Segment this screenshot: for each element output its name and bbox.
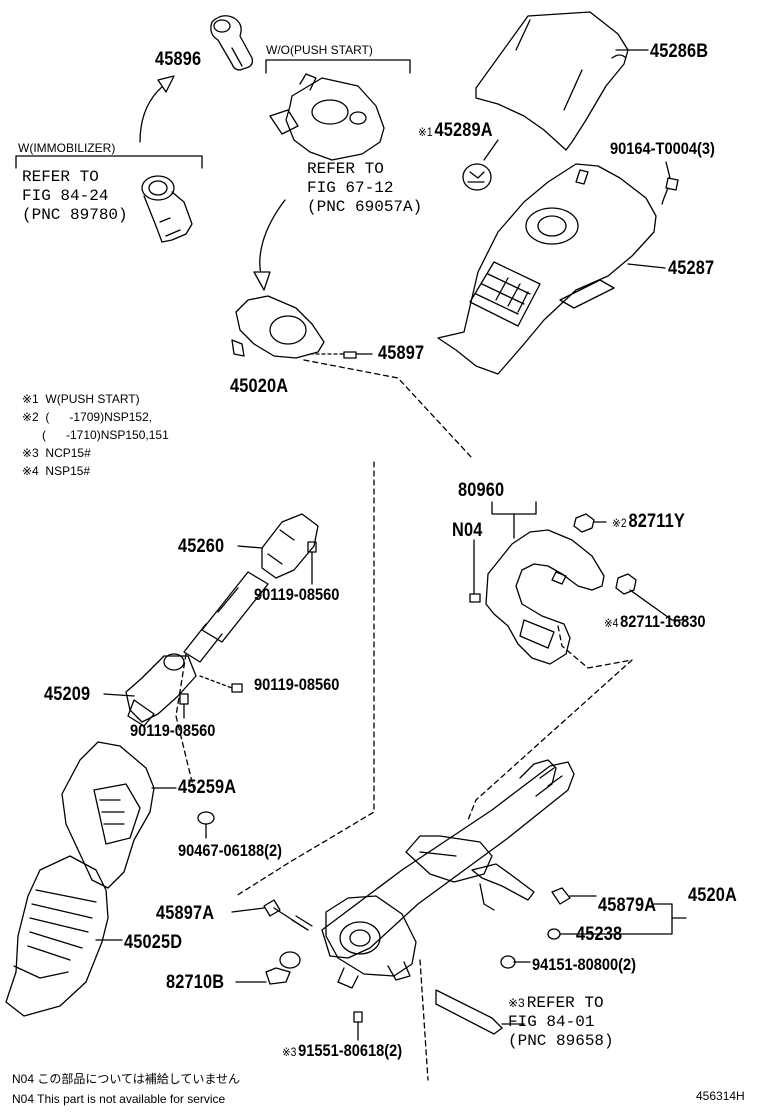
part-45287-drawing <box>437 163 657 375</box>
label-n04[interactable]: N04 <box>452 520 483 541</box>
diagram-code: 456314H <box>696 1089 745 1103</box>
assembly-4520a-bracket <box>573 903 687 935</box>
leader-lines-left <box>103 545 429 1081</box>
part-number-45897[interactable]: 45897 <box>378 343 425 364</box>
part-number-45879a[interactable]: 45879A <box>598 895 657 916</box>
part-number-4520a[interactable]: 4520A <box>688 885 738 906</box>
footnote-marker-3: ※3 <box>282 1045 297 1059</box>
part-number-45259a[interactable]: 45259A <box>178 777 237 798</box>
immobilizer-part-drawing <box>141 175 193 243</box>
part-45286b-drawing <box>475 11 629 151</box>
part-number-82711y[interactable]: ※282711Y <box>612 512 685 531</box>
part-number-45897a[interactable]: 45897A <box>156 903 215 924</box>
part-number-45020a[interactable]: 45020A <box>230 376 289 397</box>
part-45896-drawing <box>210 15 254 71</box>
part-number-45286b[interactable]: 45286B <box>650 41 709 62</box>
screw-45897 <box>309 351 373 359</box>
part-number-45287[interactable]: 45287 <box>668 258 715 279</box>
clip-82711y <box>573 513 607 533</box>
part-number-82710b[interactable]: 82710B <box>166 972 225 993</box>
part-number-45289a[interactable]: ※145289A <box>418 121 493 140</box>
reference-fig-67-12[interactable]: REFER TO FIG 67-12 (PNC 69057A) <box>307 160 423 216</box>
part-number-45289a-text: 45289A <box>434 120 493 141</box>
steering-column-drawing <box>321 759 575 989</box>
footer-note-en: N04 This part is not available for servi… <box>12 1092 226 1106</box>
ignition-switch-drawing <box>269 73 385 161</box>
part-number-90119-upper[interactable]: 90119-08560 <box>254 585 340 604</box>
footnote-2b: ( -1710)NSP150,151 <box>22 428 169 442</box>
part-number-82711y-text: 82711Y <box>628 511 685 532</box>
footnote-marker-1: ※1 <box>418 125 433 139</box>
part-number-45260[interactable]: 45260 <box>178 536 225 557</box>
arrow-to-45020a <box>253 199 286 291</box>
footnote-2: ※2 ( -1709)NSP152, <box>22 410 153 424</box>
arrow-to-45896 <box>139 75 175 143</box>
part-number-90119-lower[interactable]: 90119-08560 <box>130 721 216 740</box>
part-number-90164[interactable]: 90164-T0004(3) <box>610 139 715 158</box>
part-number-80960[interactable]: 80960 <box>458 480 505 501</box>
part-80960-drawing <box>469 501 605 665</box>
reference-fig-84-01-text: REFER TO FIG 84-01 (PNC 89658) <box>508 994 614 1050</box>
reference-fig-84-24[interactable]: REFER TO FIG 84-24 (PNC 89780) <box>22 168 128 224</box>
part-number-82711-16830-text: 82711-16830 <box>620 612 706 631</box>
variant-w-immobilizer: W(IMMOBILIZER) <box>18 141 116 155</box>
column-fasteners <box>235 887 597 1041</box>
push-start-bracket <box>265 59 411 74</box>
part-number-91551-text: 91551-80618(2) <box>298 1041 403 1060</box>
part-number-45025d[interactable]: 45025D <box>124 932 183 953</box>
dashed-column-guide <box>175 359 633 897</box>
part-45020a-drawing <box>231 295 325 359</box>
footnote-marker-2: ※2 <box>612 516 627 530</box>
footnote-marker-3-ref: ※3 <box>508 996 525 1010</box>
leader-lines-upper <box>483 49 671 269</box>
footnote-4: ※4 NSP15# <box>22 464 91 478</box>
part-number-90119-middle[interactable]: 90119-08560 <box>254 675 340 694</box>
part-45259a-drawing <box>61 741 215 889</box>
variant-wo-push-start: W/O(PUSH START) <box>266 43 373 57</box>
footnote-1: ※1 W(PUSH START) <box>22 392 140 406</box>
part-45289a-drawing <box>462 163 492 191</box>
footer-note-jp: N04 この部品については補給していません <box>12 1072 241 1086</box>
part-45260-drawing <box>183 513 319 663</box>
footnote-marker-4: ※4 <box>604 616 619 630</box>
part-number-45896[interactable]: 45896 <box>155 49 202 70</box>
part-number-45209[interactable]: 45209 <box>44 684 91 705</box>
clip-82711-16830 <box>615 573 687 621</box>
part-number-90467[interactable]: 90467-06188(2) <box>178 841 283 860</box>
footnote-3: ※3 NCP15# <box>22 446 91 460</box>
part-45209-drawing <box>125 653 243 727</box>
part-number-45238[interactable]: 45238 <box>576 924 623 945</box>
part-number-94151[interactable]: 94151-80800(2) <box>532 955 637 974</box>
part-45025d-drawing <box>5 855 123 1017</box>
immobilizer-bracket <box>15 155 203 169</box>
screw-90164 <box>661 177 679 205</box>
